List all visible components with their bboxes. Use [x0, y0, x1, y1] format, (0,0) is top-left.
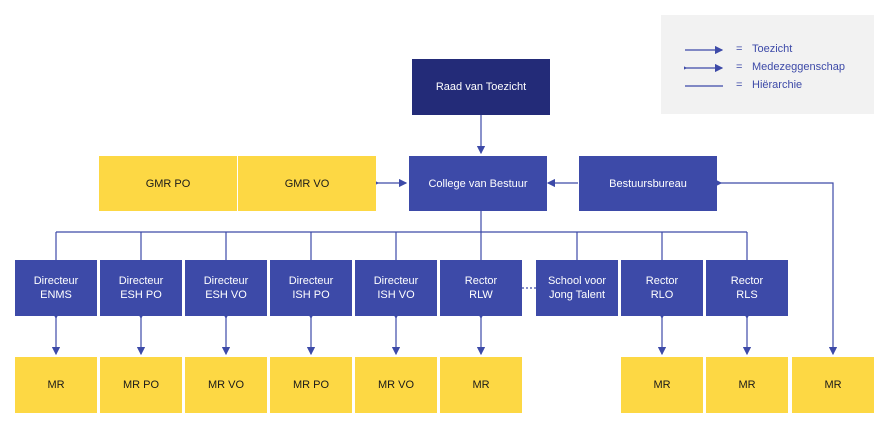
node-directeur-esh-po: Directeur ESH PO: [100, 260, 182, 316]
toezicht-arrow-icon: [685, 45, 724, 55]
node-directeur-ish-vo: Directeur ISH VO: [355, 260, 437, 316]
legend-row-medezeggenschap: = Medezeggenschap: [661, 60, 874, 76]
node-mr-esh-vo: MR VO: [185, 357, 267, 413]
node-bestuursbureau: Bestuursbureau: [579, 156, 717, 211]
hierarchie-line-icon: [685, 85, 723, 87]
legend-equals: =: [736, 61, 743, 73]
legend-equals: =: [736, 79, 743, 91]
node-gmr-vo: GMR VO: [238, 156, 376, 211]
legend: = Toezicht = Medezeggenschap = Hiërarchi…: [661, 15, 874, 114]
legend-row-toezicht: = Toezicht: [661, 42, 874, 58]
legend-equals: =: [736, 43, 743, 55]
legend-label-hierarchie: Hiërarchie: [752, 79, 803, 91]
legend-label-toezicht: Toezicht: [752, 43, 793, 55]
node-mr-rls: MR: [706, 357, 788, 413]
node-rector-rlw: Rector RLW: [440, 260, 522, 316]
node-mr-bestuursbureau: MR: [792, 357, 874, 413]
node-directeur-enms: Directeur ENMS: [15, 260, 97, 316]
node-mr-rlw: MR: [440, 357, 522, 413]
node-gmr-po: GMR PO: [99, 156, 237, 211]
node-mr-rlo: MR: [621, 357, 703, 413]
legend-row-hierarchie: = Hiërarchie: [661, 78, 874, 94]
node-directeur-ish-po: Directeur ISH PO: [270, 260, 352, 316]
legend-label-medezeggenschap: Medezeggenschap: [752, 61, 845, 73]
node-directeur-esh-vo: Directeur ESH VO: [185, 260, 267, 316]
node-college-van-bestuur: College van Bestuur: [409, 156, 547, 211]
medezeggenschap-arrow-bestuursbureau-mr: [713, 178, 838, 356]
node-mr-esh-po: MR PO: [100, 357, 182, 413]
node-raad-van-toezicht: Raad van Toezicht: [412, 59, 550, 115]
node-rector-rls: Rector RLS: [706, 260, 788, 316]
node-mr-ish-po: MR PO: [270, 357, 352, 413]
node-school-jong-talent: School voor Jong Talent: [536, 260, 618, 316]
node-mr-enms: MR: [15, 357, 97, 413]
medezeggenschap-arrow-icon: [684, 63, 724, 73]
node-mr-ish-vo: MR VO: [355, 357, 437, 413]
node-rector-rlo: Rector RLO: [621, 260, 703, 316]
